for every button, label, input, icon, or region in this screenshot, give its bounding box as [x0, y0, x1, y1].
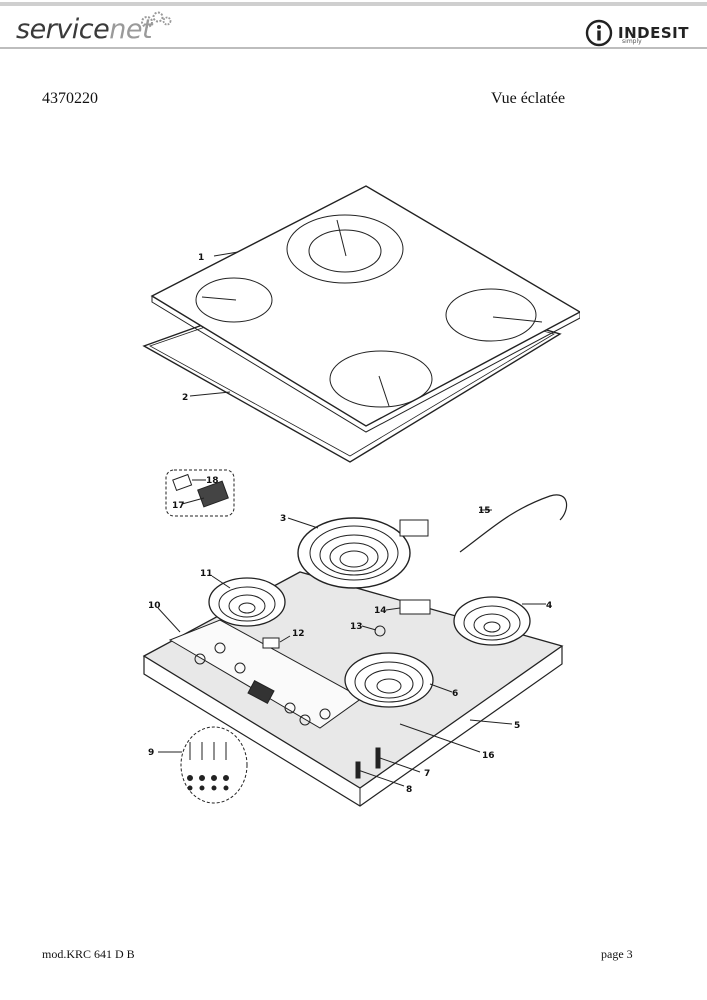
footer-page-number: page 3: [601, 947, 633, 961]
glass-ceramic-top: [150, 185, 580, 433]
indesit-logo: INDESIT simply: [584, 18, 689, 48]
callout-10: 10: [148, 601, 161, 611]
callout-4: 4: [546, 601, 552, 611]
callout-5: 5: [514, 721, 520, 731]
power-cable: [459, 494, 568, 553]
header-rule-bottom: [0, 47, 707, 49]
document-title: Vue éclatée: [491, 90, 566, 107]
burner-right: [453, 596, 531, 646]
callout-15: 15: [478, 506, 491, 516]
servicenet-logo: servicenet: [16, 14, 153, 45]
servicenet-logo-part1: service: [16, 14, 110, 45]
burner-rear-left: [208, 577, 286, 627]
indesit-wordmark: INDESIT: [618, 23, 689, 42]
callout-14: 14: [374, 606, 387, 616]
gears-icon: [141, 11, 172, 28]
burner-front: [344, 652, 434, 708]
callout-2: 2: [182, 393, 188, 403]
servicenet-logo-part2: net: [109, 14, 153, 45]
exploded-view-diagram: 1 2 3 4 5 6 7 8 9 10 11 12 13 14 15 16 1…: [142, 185, 580, 807]
header-rule-top: [0, 2, 707, 6]
callout-13: 13: [350, 622, 363, 632]
callout-3: 3: [280, 514, 286, 524]
screw-7: [375, 747, 381, 769]
callout-6: 6: [452, 689, 458, 699]
callout-11: 11: [200, 569, 213, 579]
spacer: [374, 625, 386, 637]
indesit-tagline: simply: [622, 38, 642, 45]
document-code: 4370220: [42, 90, 98, 107]
callout-7: 7: [424, 769, 430, 779]
callout-1: 1: [198, 253, 204, 263]
control-board: [168, 619, 363, 729]
footer-model: mod.KRC 641 D B: [42, 947, 135, 961]
thermostat: [262, 637, 280, 649]
terminal-block: [399, 599, 431, 615]
burner-large: [297, 517, 429, 589]
callout-16: 16: [482, 751, 495, 761]
inset-fasteners: [180, 726, 248, 804]
callout-12: 12: [292, 629, 305, 639]
callout-8: 8: [406, 785, 412, 795]
callout-17: 17: [172, 501, 185, 511]
callout-9: 9: [148, 748, 154, 758]
callout-18: 18: [206, 476, 219, 486]
indesit-i-icon: [585, 19, 613, 47]
